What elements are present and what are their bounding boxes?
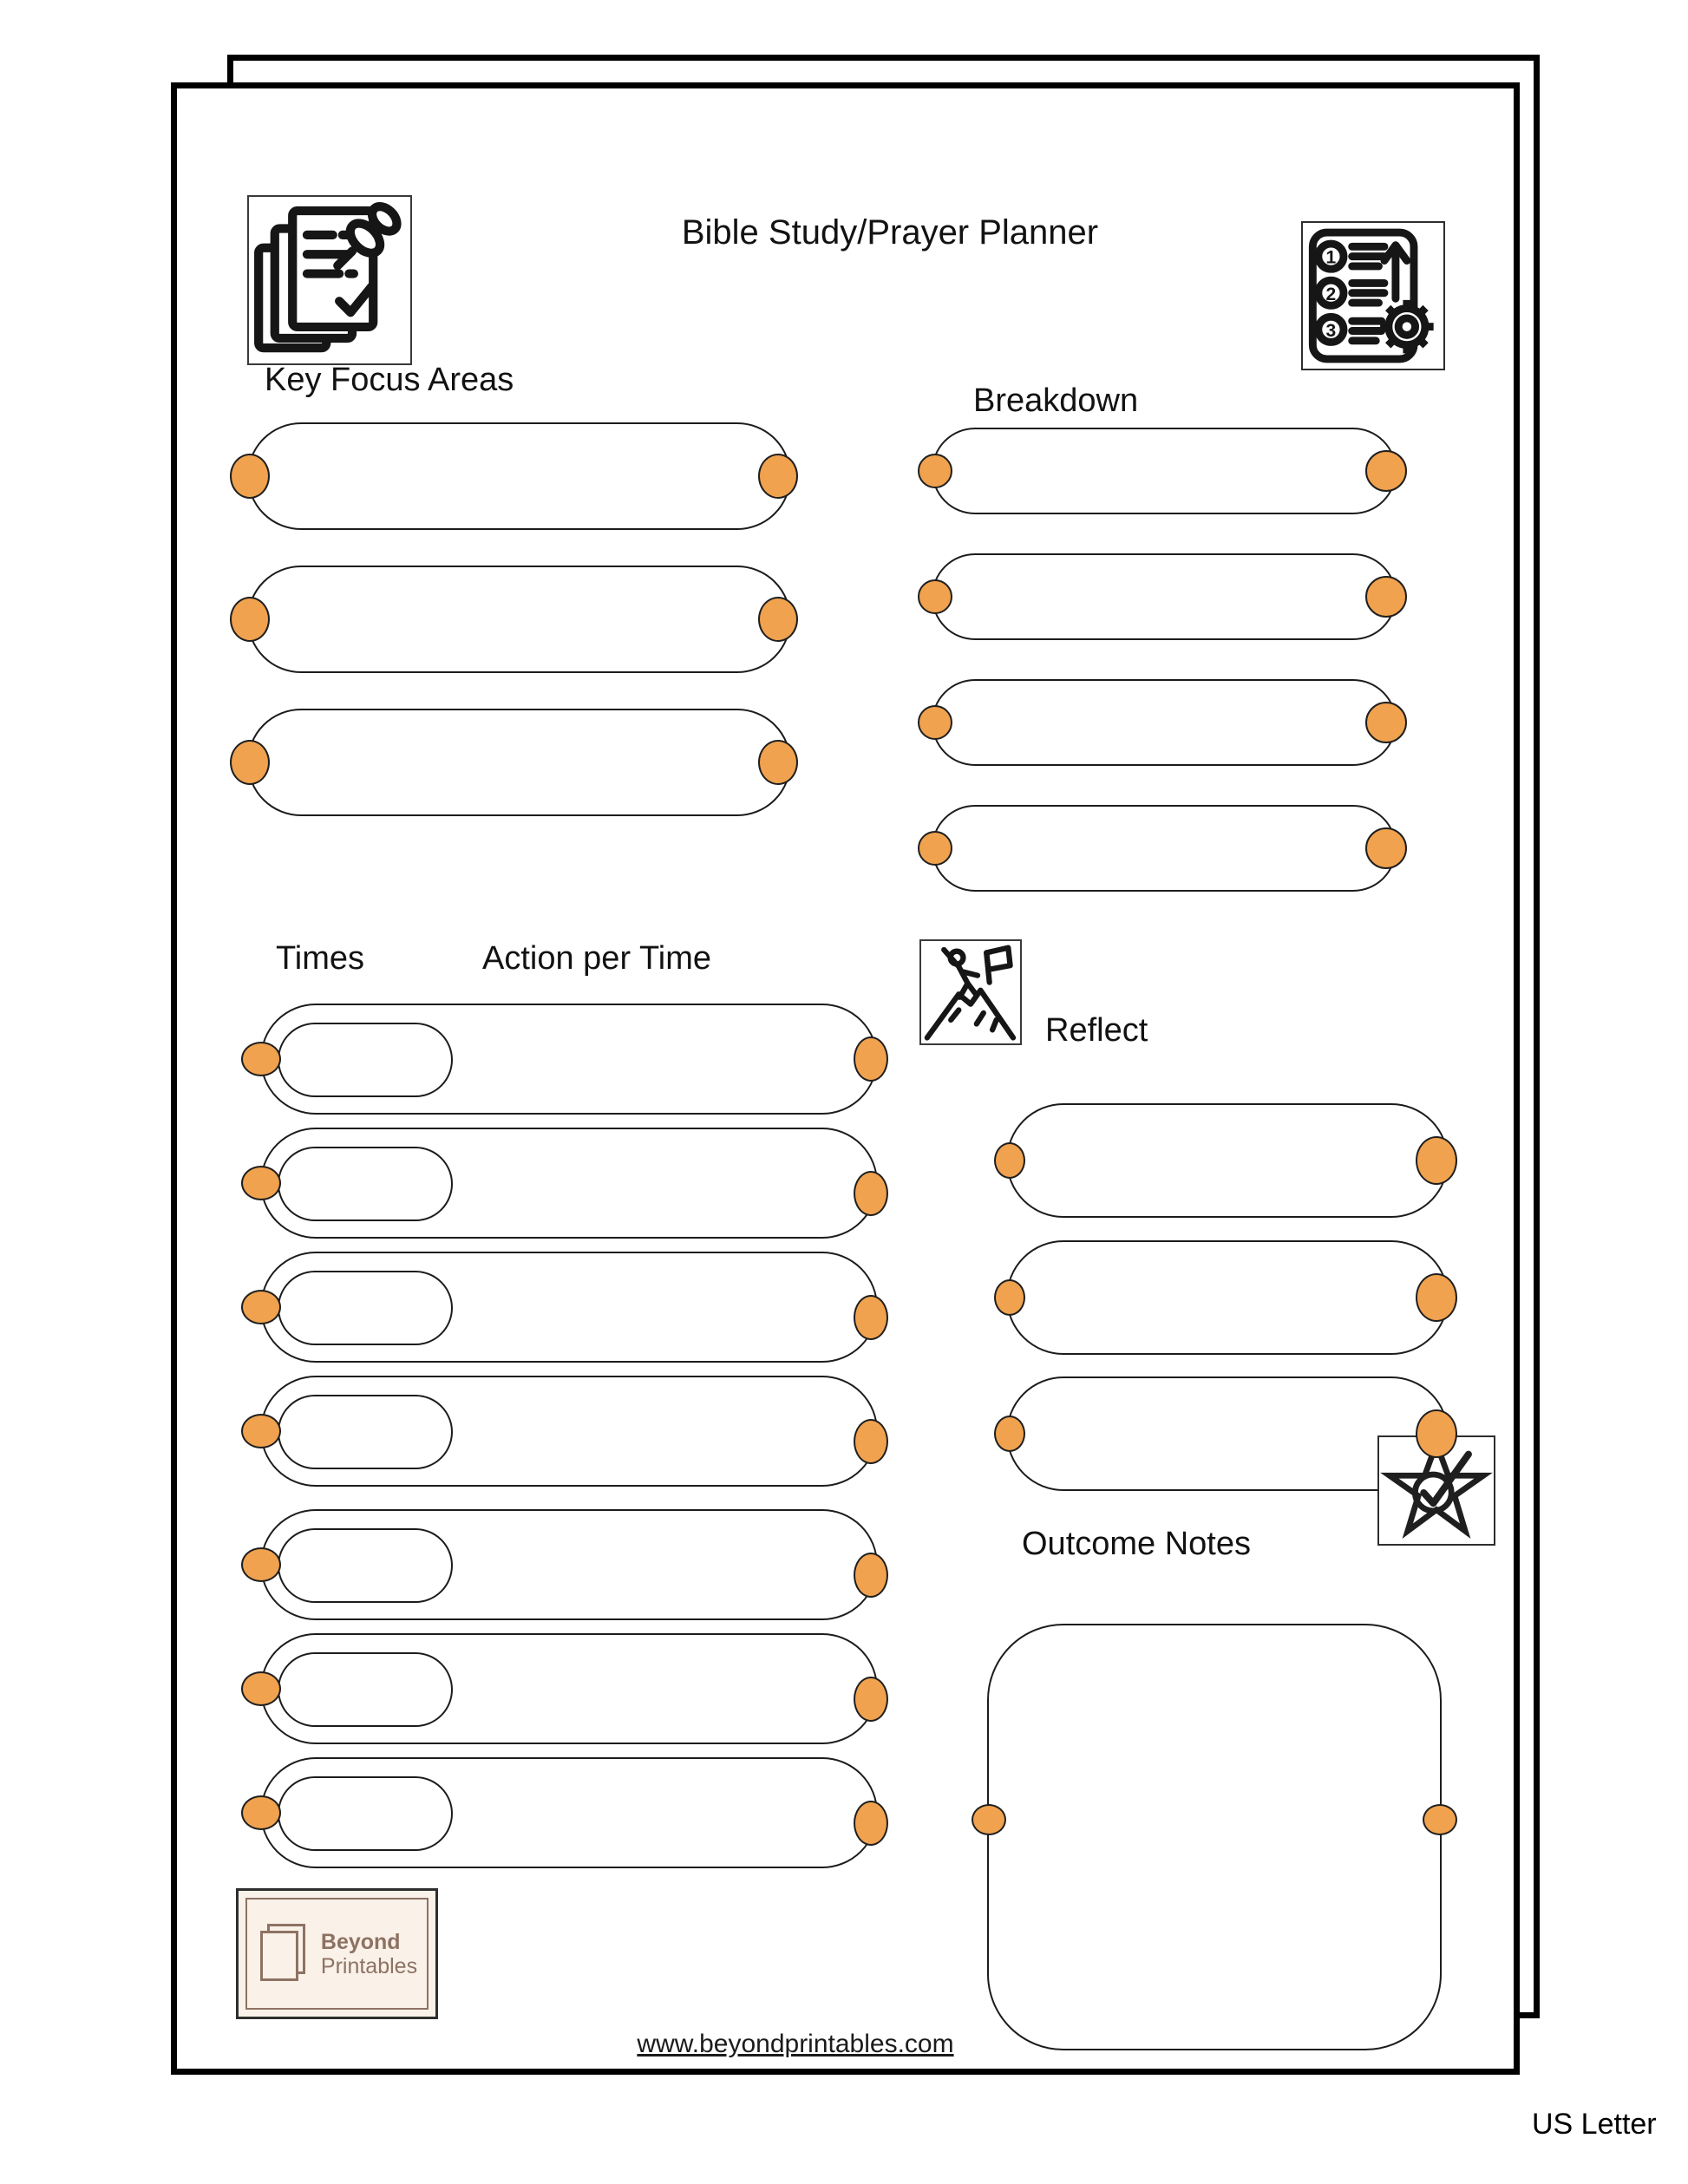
connector-dot (1365, 702, 1407, 743)
connector-dot (854, 1419, 888, 1465)
connector-dot (241, 1166, 281, 1200)
logo-line2: Printables (320, 1953, 418, 1978)
reflect-heading: Reflect (1045, 1012, 1148, 1049)
time-action-row[interactable] (241, 1757, 888, 1868)
time-capsule[interactable] (278, 1652, 453, 1727)
connector-dot (918, 705, 952, 740)
time-action-row[interactable] (241, 1128, 888, 1239)
connector-dot (1416, 1136, 1457, 1185)
connector-dot (1365, 450, 1407, 492)
time-action-row[interactable] (241, 1252, 888, 1363)
step-number-1: 1 (1326, 248, 1337, 268)
connector-dot (758, 740, 798, 785)
key-focus-area-field[interactable] (230, 709, 798, 816)
connector-dot (854, 1295, 888, 1341)
logo-inner-frame: Beyond Printables (245, 1898, 429, 2010)
connector-dot (1423, 1804, 1457, 1835)
logo-line1: Beyond (320, 1929, 401, 1954)
time-action-row[interactable] (241, 1376, 888, 1487)
connector-dot (854, 1036, 888, 1082)
connector-dot (230, 597, 270, 642)
time-action-row[interactable] (241, 1004, 888, 1115)
time-action-row[interactable] (241, 1509, 888, 1620)
mountain-climber-flag-icon (919, 939, 1022, 1045)
connector-dot (994, 1416, 1025, 1452)
breakdown-heading: Breakdown (973, 383, 1139, 419)
connector-dot (854, 1171, 888, 1217)
connector-dot (758, 454, 798, 499)
connector-dot (241, 1414, 281, 1448)
times-heading: Times (276, 940, 365, 977)
breakdown-field[interactable] (918, 428, 1407, 514)
time-capsule[interactable] (278, 1776, 453, 1851)
connector-dot (854, 1677, 888, 1723)
action-per-time-heading: Action per Time (482, 940, 711, 977)
connector-dot (1416, 1409, 1457, 1458)
reflect-field[interactable] (994, 1240, 1457, 1355)
connector-dot (994, 1142, 1025, 1179)
step-number-3: 3 (1326, 321, 1337, 341)
connector-dot (994, 1279, 1025, 1316)
connector-dot (918, 579, 952, 614)
paper-size-label: US Letter (1532, 2108, 1657, 2141)
outcome-notes-field[interactable] (972, 1624, 1457, 2050)
connector-dot (854, 1801, 888, 1847)
connector-dot (230, 454, 270, 499)
pinned-checklist-icon (247, 195, 412, 365)
connector-dot (241, 1671, 281, 1706)
website-link[interactable]: www.beyondprintables.com (637, 2030, 954, 2058)
connector-dot (241, 1547, 281, 1582)
key-focus-areas-heading: Key Focus Areas (265, 362, 514, 398)
key-focus-area-field[interactable] (230, 566, 798, 673)
outcome-notes-heading: Outcome Notes (1022, 1526, 1251, 1562)
time-capsule[interactable] (278, 1271, 453, 1345)
connector-dot (972, 1804, 1006, 1835)
numbered-steps-gear-icon: 1 2 3 (1301, 221, 1445, 370)
time-capsule[interactable] (278, 1147, 453, 1221)
time-capsule[interactable] (278, 1395, 453, 1469)
connector-dot (1416, 1273, 1457, 1322)
stacked-pages-icon (257, 1922, 311, 1986)
connector-dot (918, 454, 952, 488)
beyond-printables-logo: Beyond Printables (236, 1888, 438, 2019)
connector-dot (758, 597, 798, 642)
reflect-field[interactable] (994, 1103, 1457, 1218)
connector-dot (1365, 576, 1407, 618)
breakdown-field[interactable] (918, 805, 1407, 892)
breakdown-field[interactable] (918, 679, 1407, 766)
breakdown-field[interactable] (918, 553, 1407, 640)
connector-dot (230, 740, 270, 785)
time-action-row[interactable] (241, 1633, 888, 1744)
connector-dot (918, 831, 952, 866)
star-check-icon (1377, 1435, 1495, 1546)
key-focus-area-field[interactable] (230, 422, 798, 530)
connector-dot (241, 1042, 281, 1076)
connector-dot (854, 1553, 888, 1599)
logo-wordmark: Beyond Printables (321, 1930, 417, 1978)
connector-dot (1365, 827, 1407, 869)
connector-dot (241, 1290, 281, 1324)
step-number-2: 2 (1326, 284, 1337, 304)
time-capsule[interactable] (278, 1023, 453, 1097)
time-capsule[interactable] (278, 1528, 453, 1603)
reflect-field[interactable] (994, 1376, 1457, 1491)
page-title: Bible Study/Prayer Planner (681, 213, 1099, 252)
connector-dot (241, 1795, 281, 1830)
